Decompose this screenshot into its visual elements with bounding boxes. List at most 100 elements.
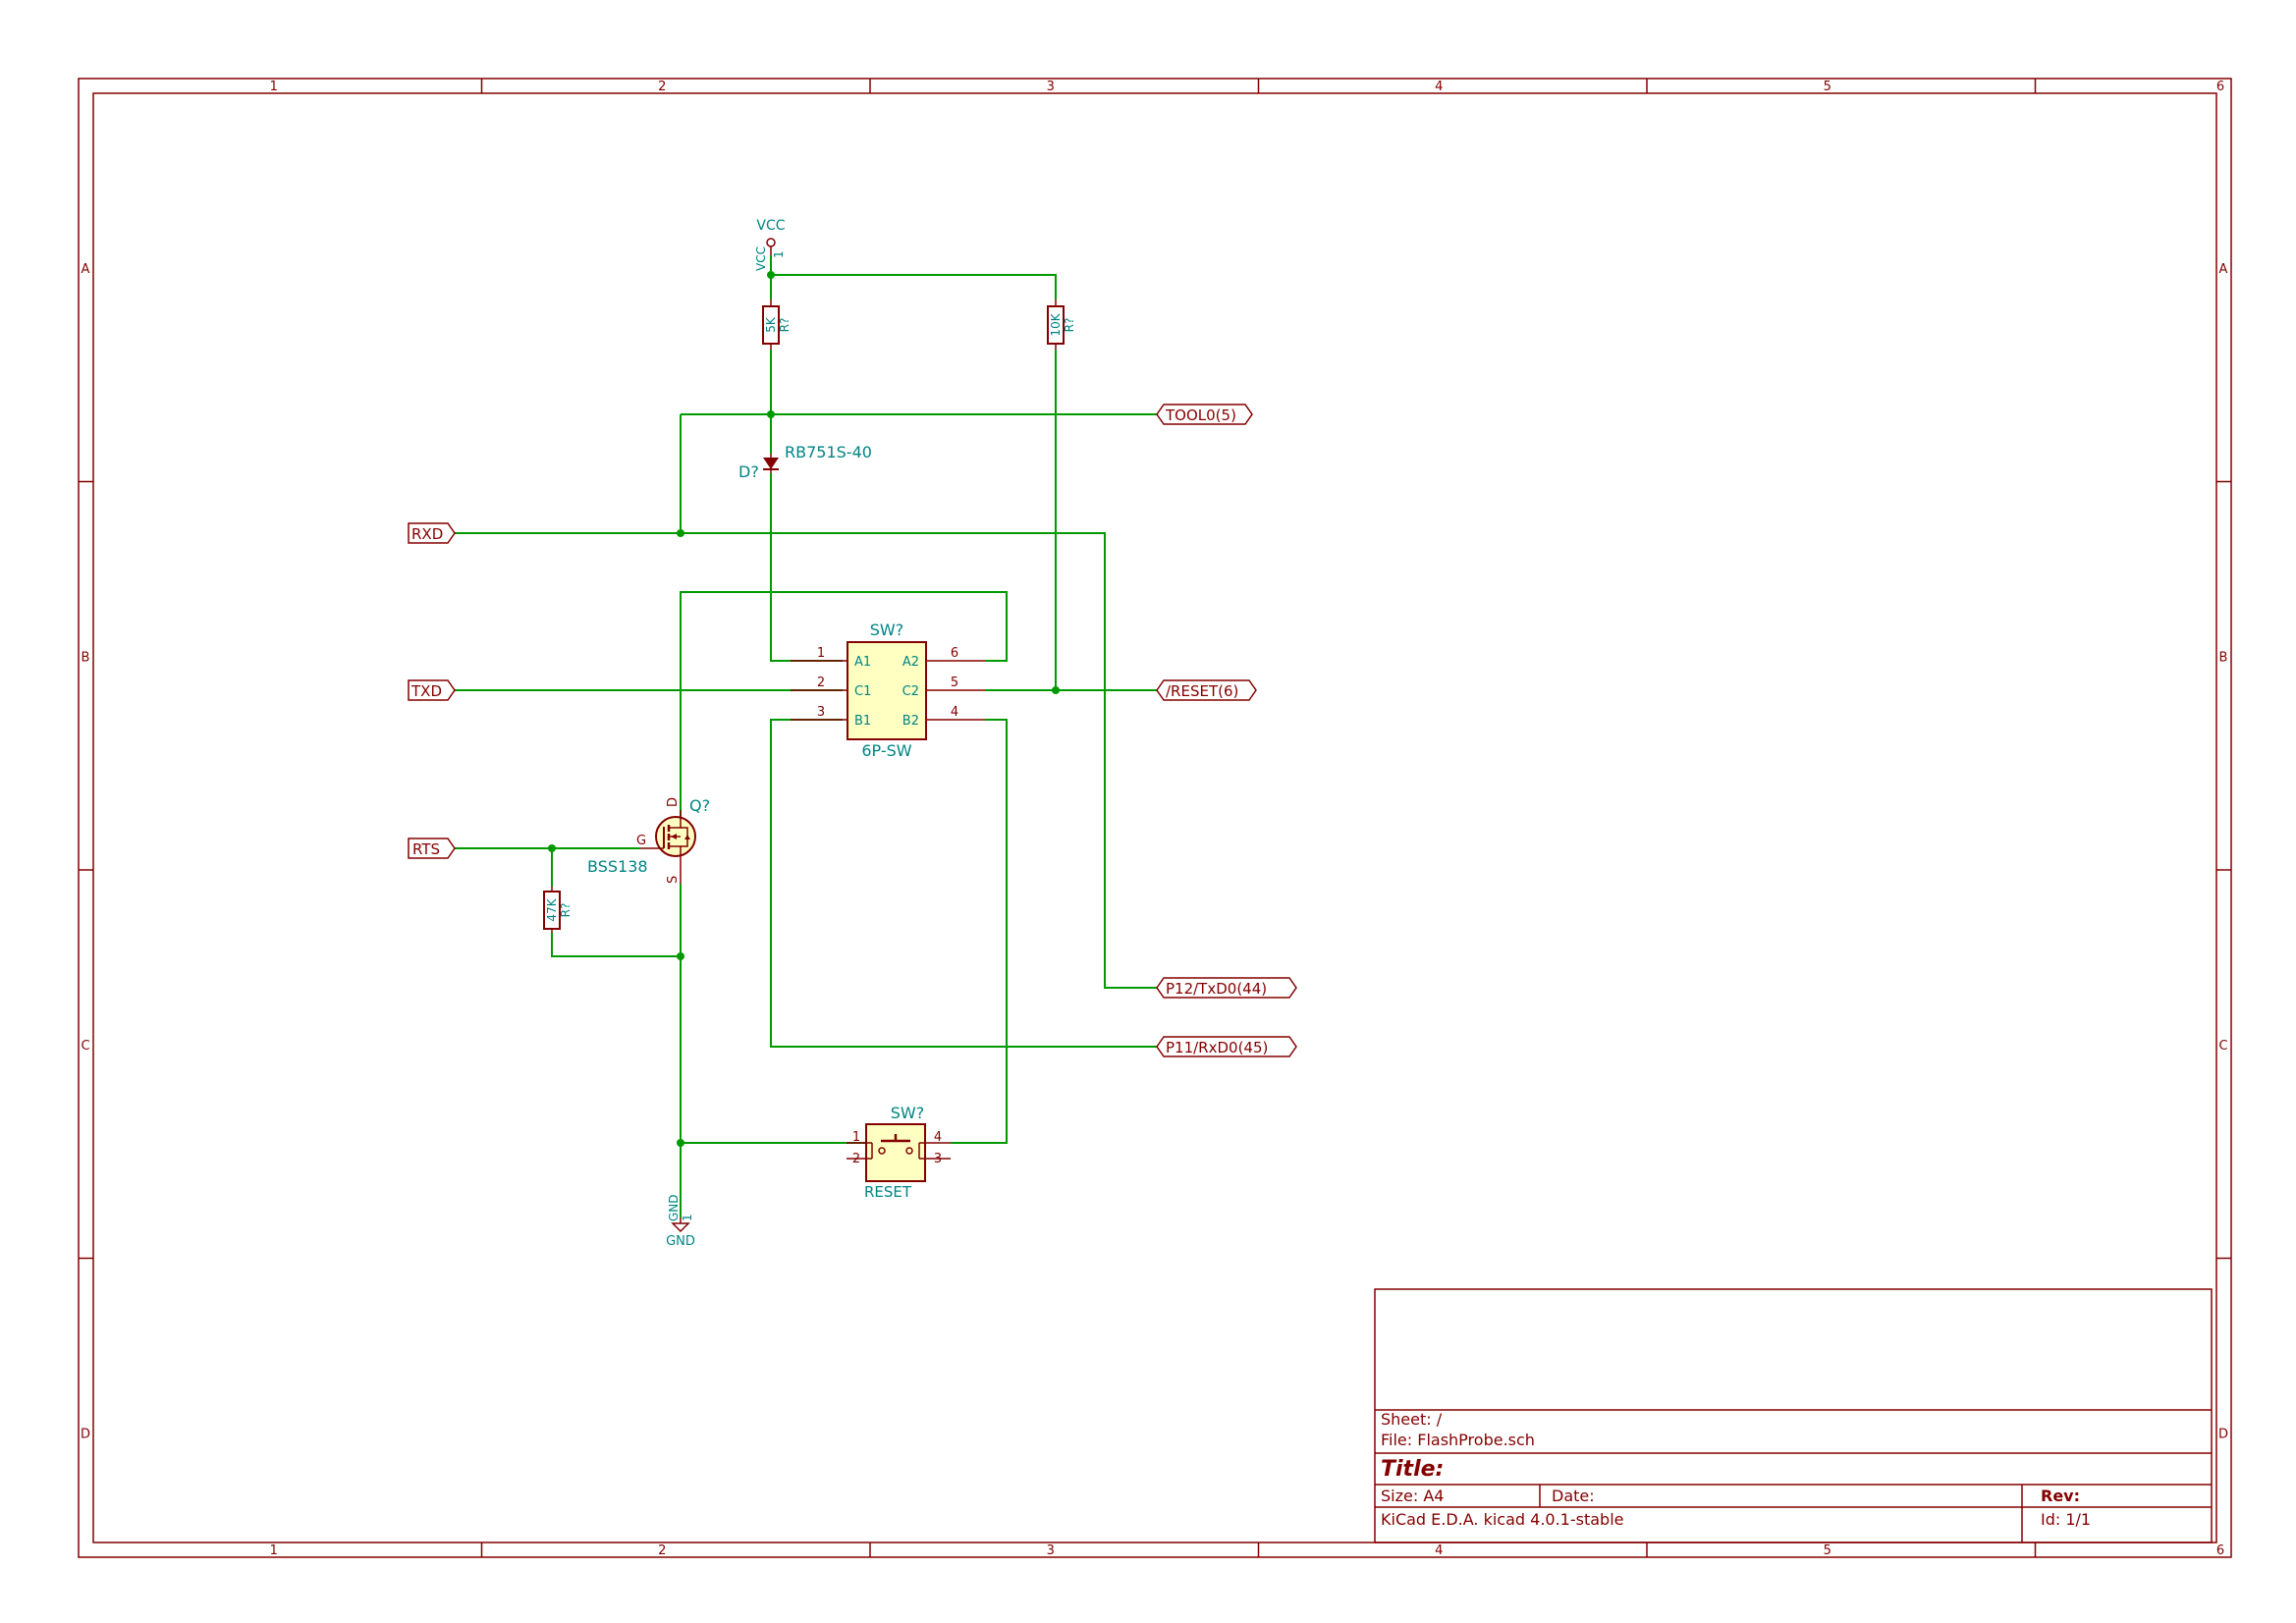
mosfet-pin-d: D [666,797,681,807]
title-block-sheet: Sheet: / [1381,1410,1443,1429]
title-block: Sheet: / File: FlashProbe.sch Title: Siz… [1374,1288,2213,1543]
mosfet-bss138[interactable]: Q? BSS138 G D S [587,796,710,884]
frame-row-label: C [2218,1039,2227,1054]
frame-row-label: B [82,650,90,665]
title-block-rev: Rev: [2041,1487,2080,1505]
title-block-id: Id: 1/1 [2041,1510,2091,1529]
switch-pin-number-2: 2 [817,676,825,690]
title-block-tool: KiCad E.D.A. kicad 4.0.1-stable [1381,1510,1624,1529]
mosfet-value: BSS138 [587,857,648,876]
diode-value: RB751S-40 [785,443,872,461]
switch-reset[interactable]: SW? RESET 1 2 4 3 [847,1104,951,1201]
net-label-reset-text: /RESET(6) [1166,682,1238,700]
switch-pin-b1: B1 [854,714,871,729]
diode-ref: D? [738,462,759,481]
resistor-47k-ref: R? [559,903,573,918]
frame-row-labels: A A B B C C D D [81,262,2228,1442]
switch-6p-sw[interactable]: SW? 6P-SW A1 C1 B1 A2 C2 B2 1 2 3 6 5 4 [791,621,985,760]
net-label-p11-text: P11/RxD0(45) [1166,1039,1268,1056]
frame-column-labels: 1 1 2 2 3 3 4 4 5 5 6 6 [270,80,2225,1558]
junction-rts [548,844,556,852]
vcc-symbol[interactable]: VCC VCC 1 [754,218,786,271]
frame-column-label: 4 [1435,80,1443,94]
resistor-10k-value: 10K [1049,312,1063,336]
net-label-rxd-text: RXD [411,525,443,543]
wire-a2-loop [680,591,1008,821]
frame-column-label: 5 [1824,1543,1831,1558]
net-label-p12-text: P12/TxD0(44) [1166,980,1267,998]
resistor-10k-ref: R? [1063,318,1076,333]
resistor-47k[interactable]: 47K R? [543,887,573,933]
switch-pin-b2: B2 [902,714,919,729]
frame-row-label: A [2219,262,2228,277]
switch-pin-number-6: 6 [951,646,958,661]
frame-column-label: 4 [1435,1543,1443,1558]
vcc-label: VCC [756,218,785,234]
reset-pin-number-4: 4 [934,1130,942,1145]
frame-column-label: 5 [1824,80,1831,94]
gnd-symbol[interactable]: GND GND 1 [666,1194,695,1249]
frame-column-label: 1 [270,1543,278,1558]
junction-gnd-47k [677,952,684,960]
vcc-pin-number: 1 [772,250,786,258]
switch-pin-number-5: 5 [951,676,958,690]
junction-tool0 [767,410,775,418]
diode-rb751s[interactable]: RB751S-40 D? [738,443,872,481]
frame-row-label: A [82,262,90,277]
switch-6p-ref: SW? [870,621,903,639]
junction-gnd-sw [677,1139,684,1147]
frame-row-label: B [2219,650,2228,665]
net-label-reset[interactable]: /RESET(6) [1156,679,1257,701]
title-block-title: Title: [1381,1457,1444,1482]
junctions [548,271,1060,1147]
frame-column-label: 2 [658,80,666,94]
frame-column-label: 3 [1047,80,1055,94]
resistor-47k-value: 47K [545,897,559,921]
gnd-pin-name: GND [667,1194,681,1221]
switch-pin-c2: C2 [902,684,919,699]
resistor-5k-ref: R? [778,318,792,333]
net-label-rts[interactable]: RTS [408,838,456,859]
net-label-txd[interactable]: TXD [408,679,456,701]
reset-pin-number-3: 3 [934,1152,942,1166]
net-label-p11[interactable]: P11/RxD0(45) [1156,1036,1297,1057]
junction-vcc [767,271,775,279]
wires [455,255,1157,1217]
switch-pin-number-3: 3 [817,705,825,720]
title-block-file: File: FlashProbe.sch [1381,1431,1535,1449]
frame-row-label: D [2218,1427,2228,1441]
switch-6p-value: 6P-SW [861,741,911,760]
mosfet-pin-g: G [636,834,646,848]
switch-reset-ref: SW? [891,1104,924,1122]
switch-reset-value: RESET [864,1183,912,1201]
junction-rxd [677,529,684,537]
wire-vcc-rail [770,255,1057,299]
gnd-pin-number: 1 [681,1214,694,1221]
switch-pin-a2: A2 [902,655,919,670]
title-block-size: Size: A4 [1381,1487,1444,1505]
vcc-pin-name: VCC [754,246,768,271]
net-label-tool0[interactable]: TOOL0(5) [1156,404,1253,425]
resistor-10k[interactable]: 10K R? [1047,299,1076,350]
title-block-date: Date: [1552,1487,1595,1505]
frame-row-label: C [81,1039,89,1054]
net-label-rts-text: RTS [412,840,440,858]
net-label-rxd[interactable]: RXD [408,522,456,544]
switch-pin-number-1: 1 [817,646,825,661]
wire-47k-to-gnd [551,933,681,957]
frame-column-label: 2 [658,1543,666,1558]
switch-pin-a1: A1 [854,655,871,670]
reset-pin-number-2: 2 [852,1152,860,1166]
net-label-p12[interactable]: P12/TxD0(44) [1156,977,1297,999]
frame-column-label: 6 [2216,80,2224,94]
frame-column-label: 6 [2216,1543,2224,1558]
resistor-5k[interactable]: 5K R? [762,299,792,350]
mosfet-pin-s: S [666,876,681,884]
wire-diode-to-a1 [770,473,843,662]
frame-row-label: D [81,1427,90,1441]
switch-pin-number-4: 4 [951,705,958,720]
drawing-frame [78,78,2232,1558]
frame-column-label: 1 [270,80,278,94]
resistor-5k-value: 5K [764,316,778,333]
